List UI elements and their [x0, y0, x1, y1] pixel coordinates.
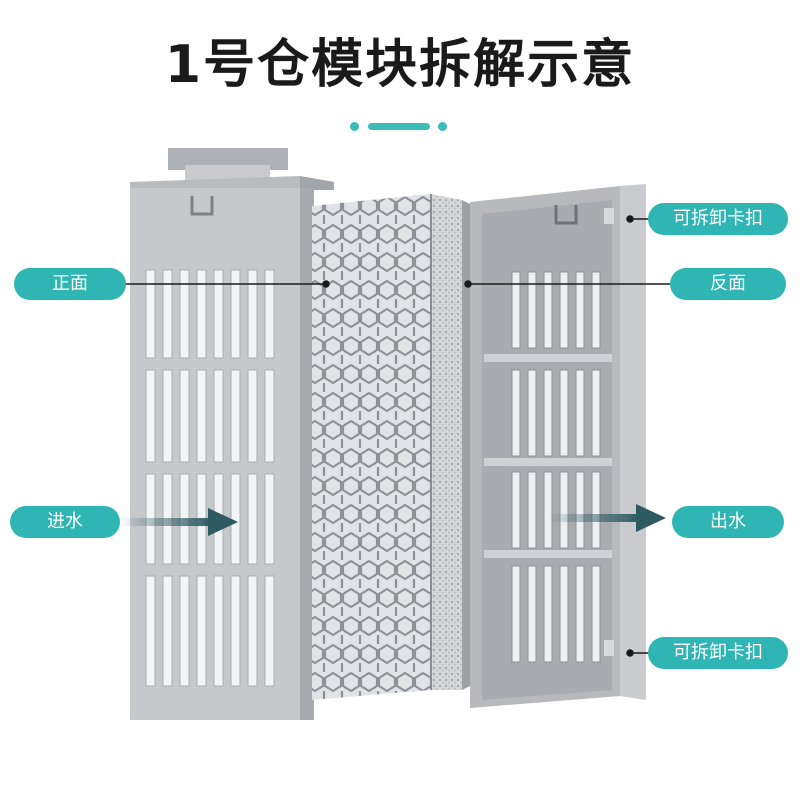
filter-media [312, 194, 470, 700]
title-divider [350, 122, 450, 132]
divider-dot [350, 122, 359, 131]
front-panel [130, 148, 334, 720]
label-water-out: 出水 [672, 506, 784, 538]
label-front: 正面 [14, 268, 126, 300]
label-back: 反面 [670, 268, 786, 300]
label-clip-top: 可拆卸卡扣 [648, 203, 788, 235]
water-in-arrow [120, 508, 238, 536]
back-panel [470, 184, 646, 708]
water-out-arrow [548, 504, 666, 532]
divider-dash [368, 123, 430, 130]
label-leaders [124, 215, 670, 657]
divider-dot [438, 122, 447, 131]
label-clip-bottom: 可拆卸卡扣 [648, 637, 788, 669]
label-water-in: 进水 [10, 506, 120, 538]
page-title: 1号仓模块拆解示意 [164, 35, 636, 95]
